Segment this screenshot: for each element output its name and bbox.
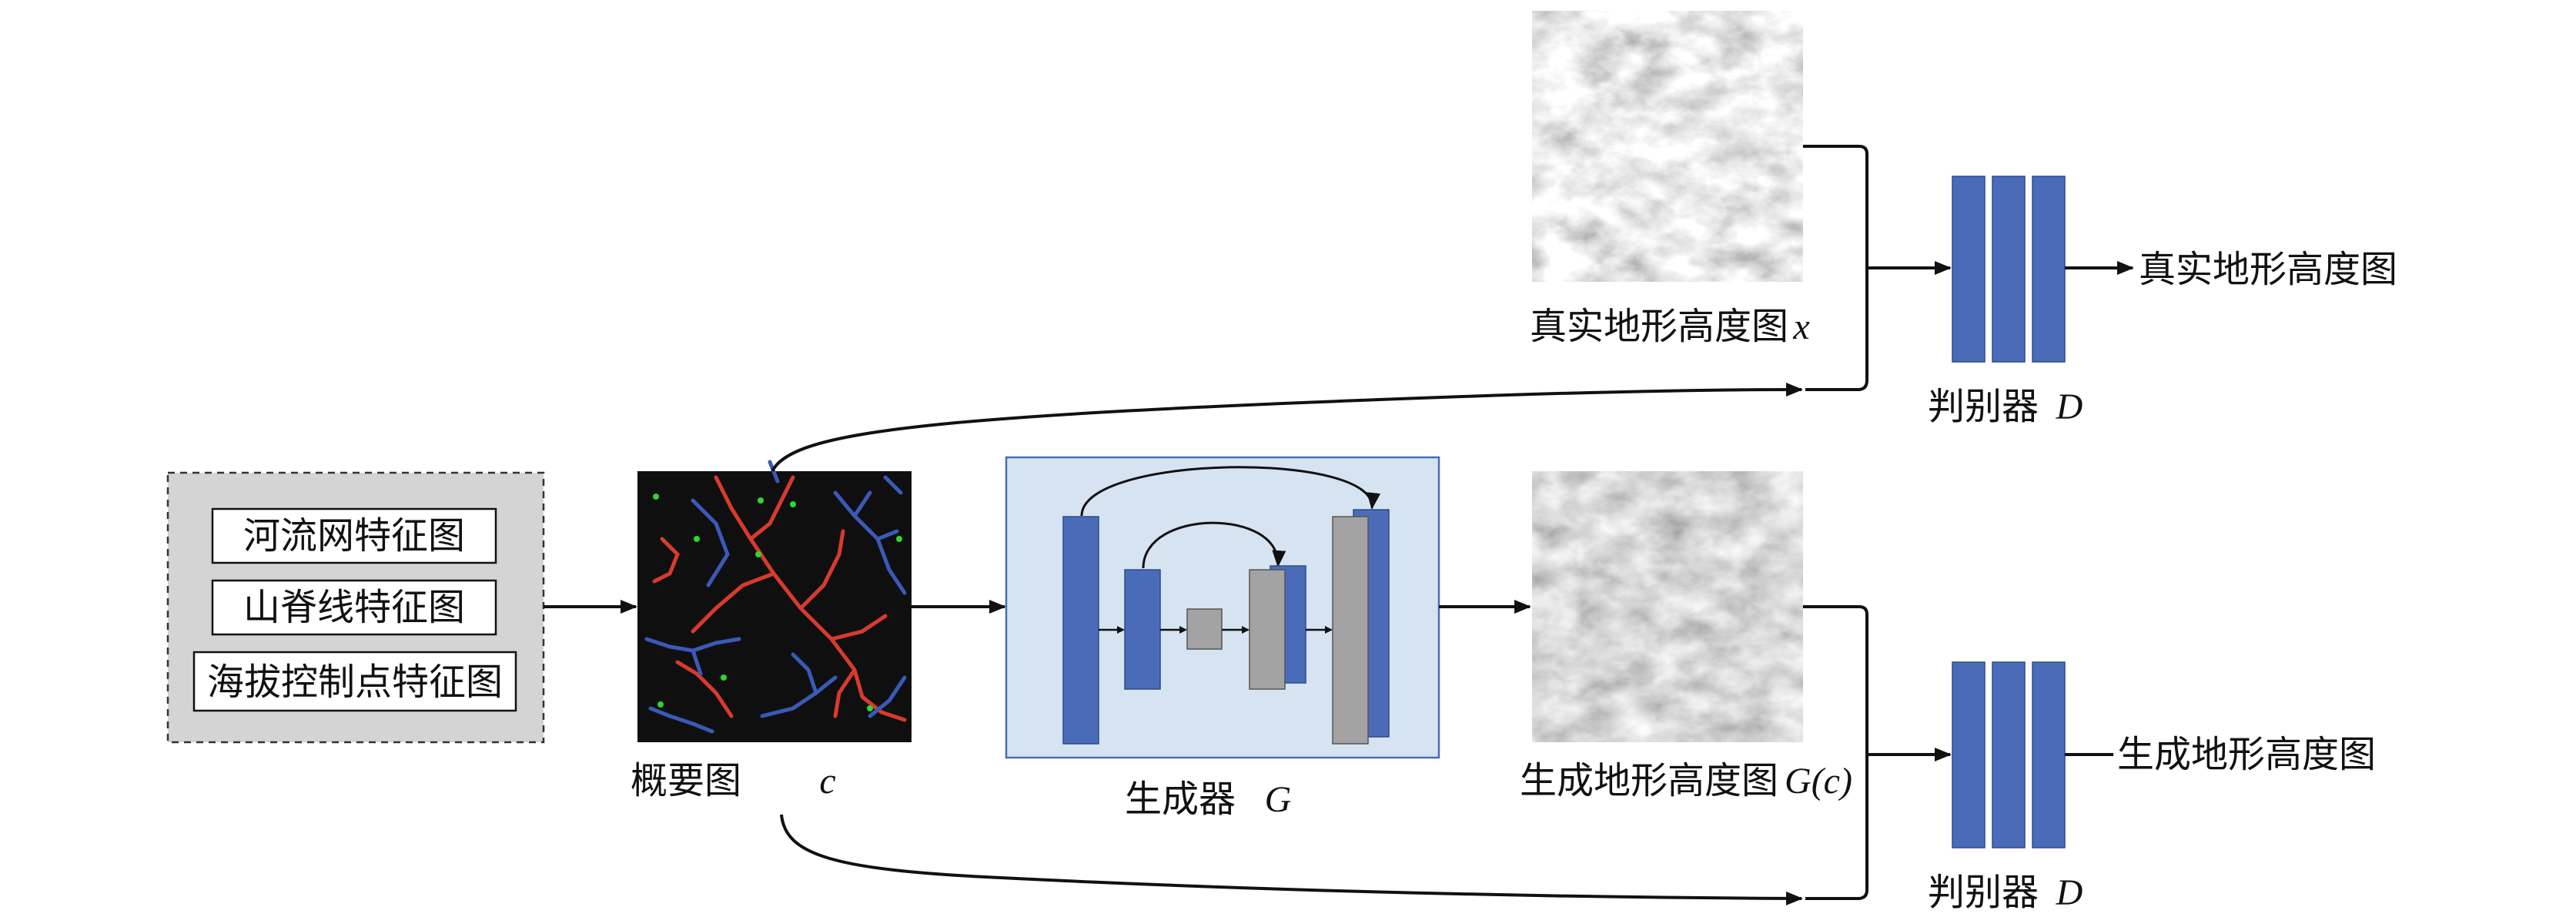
- discriminator-lower-var: D: [2056, 872, 2083, 913]
- disc-upper-block-2: [1992, 176, 2026, 363]
- disc-lower-block-2: [1992, 661, 2026, 848]
- disc-upper-block-3: [2032, 176, 2066, 363]
- generated-terrain-image: [1532, 471, 1803, 742]
- bracket-lower: [1803, 605, 1868, 900]
- real-terrain-label: 真实地形高度图: [1530, 305, 1788, 348]
- feature-box-river: [211, 507, 497, 564]
- bottleneck-block: [1186, 608, 1223, 650]
- decoder-block-2: [1332, 516, 1369, 745]
- real-terrain: 真实地形高度图 x: [1530, 11, 1810, 348]
- river-network-blue: [644, 460, 907, 734]
- river-network-red: [652, 475, 907, 722]
- encoder-block-1: [1062, 516, 1099, 745]
- skip-connection-outer: [1080, 466, 1380, 517]
- lower-connectors: [780, 605, 1952, 905]
- generator-label: 生成器: [1125, 778, 1236, 821]
- upper-connectors: [771, 145, 1952, 472]
- feature-label-ridge: 山脊线特征图: [243, 586, 465, 629]
- generator-var: G: [1265, 779, 1292, 820]
- sketch-map: 概要图 c: [631, 460, 912, 802]
- output-generated-label: 生成地形高度图: [2117, 733, 2376, 776]
- skip-connection-inner: [1142, 521, 1286, 569]
- real-terrain-image: [1532, 11, 1803, 282]
- feature-label-elevation: 海拔控制点特征图: [207, 661, 503, 704]
- generated-terrain-var: G(c): [1785, 761, 1852, 802]
- disc-upper-block-1: [1952, 176, 1986, 363]
- arrow-sketch-to-lower: [780, 814, 1803, 905]
- discriminator-upper: 真实地形高度图 判别器 D: [1928, 176, 2397, 428]
- feature-box-ridge: [211, 579, 497, 636]
- output-real-label: 真实地形高度图: [2139, 248, 2397, 291]
- encoder-block-2: [1124, 569, 1161, 690]
- discriminator-upper-label: 判别器: [1928, 385, 2039, 428]
- generated-terrain: 生成地形高度图 G(c): [1520, 471, 1852, 802]
- feature-box-elevation: [192, 651, 517, 712]
- generator: 生成器 G: [1005, 456, 1440, 821]
- discriminator-upper-var: D: [2056, 387, 2083, 427]
- generated-terrain-label: 生成地形高度图: [1520, 759, 1778, 802]
- feature-label-river: 河流网特征图: [243, 514, 465, 557]
- sketch-var: c: [819, 761, 835, 802]
- elevation-control-points: [653, 494, 902, 711]
- sketch-label: 概要图: [631, 759, 741, 802]
- bracket-upper: [1803, 145, 1868, 391]
- discriminator-lower: 生成地形高度图 判别器 D: [1928, 661, 2376, 914]
- discriminator-lower-label: 判别器: [1928, 871, 2039, 914]
- disc-lower-block-3: [2032, 661, 2066, 848]
- feature-maps-group: 河流网特征图 山脊线特征图 海拔控制点特征图: [166, 471, 545, 744]
- decoder-block-1: [1249, 569, 1286, 690]
- real-terrain-var: x: [1792, 306, 1809, 347]
- disc-lower-block-1: [1952, 661, 1986, 848]
- arrow-sketch-to-upper: [771, 383, 1803, 472]
